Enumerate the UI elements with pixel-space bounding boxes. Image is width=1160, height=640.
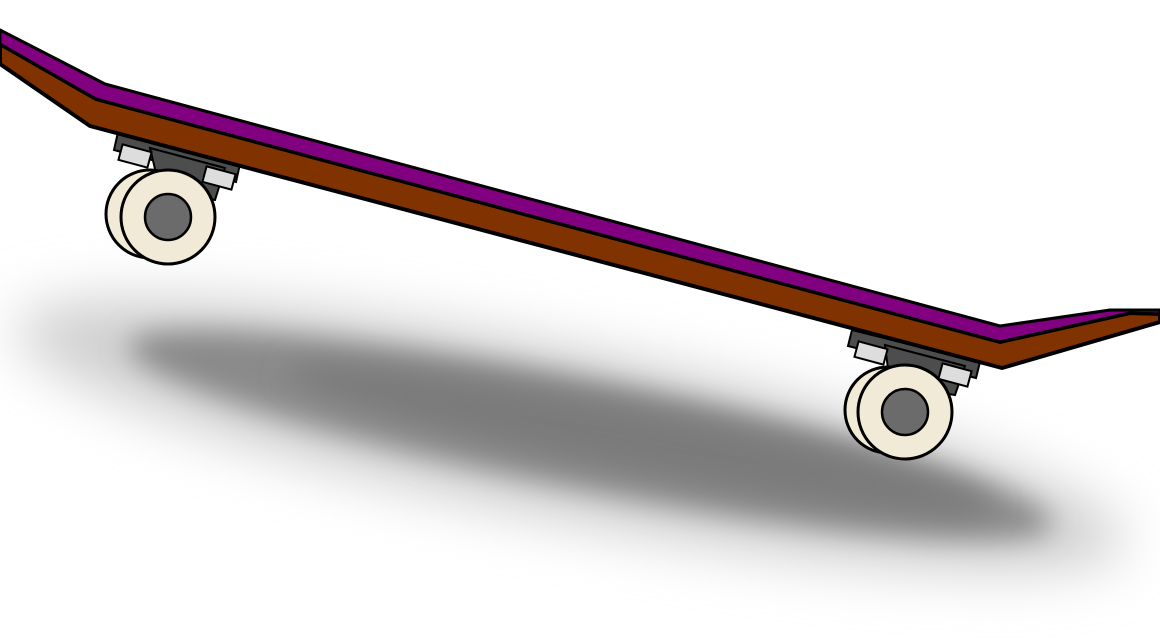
front-nut-left: [117, 143, 153, 169]
deck: [0, 28, 1160, 370]
shadow: [15, 298, 1125, 572]
rear-nut-right: [937, 362, 973, 388]
front-wheel: [104, 168, 217, 266]
rear-nut-left: [853, 340, 889, 366]
deck-grip-top: [0, 28, 1160, 344]
front-nut-right: [201, 165, 237, 191]
rear-wheel: [843, 363, 954, 461]
